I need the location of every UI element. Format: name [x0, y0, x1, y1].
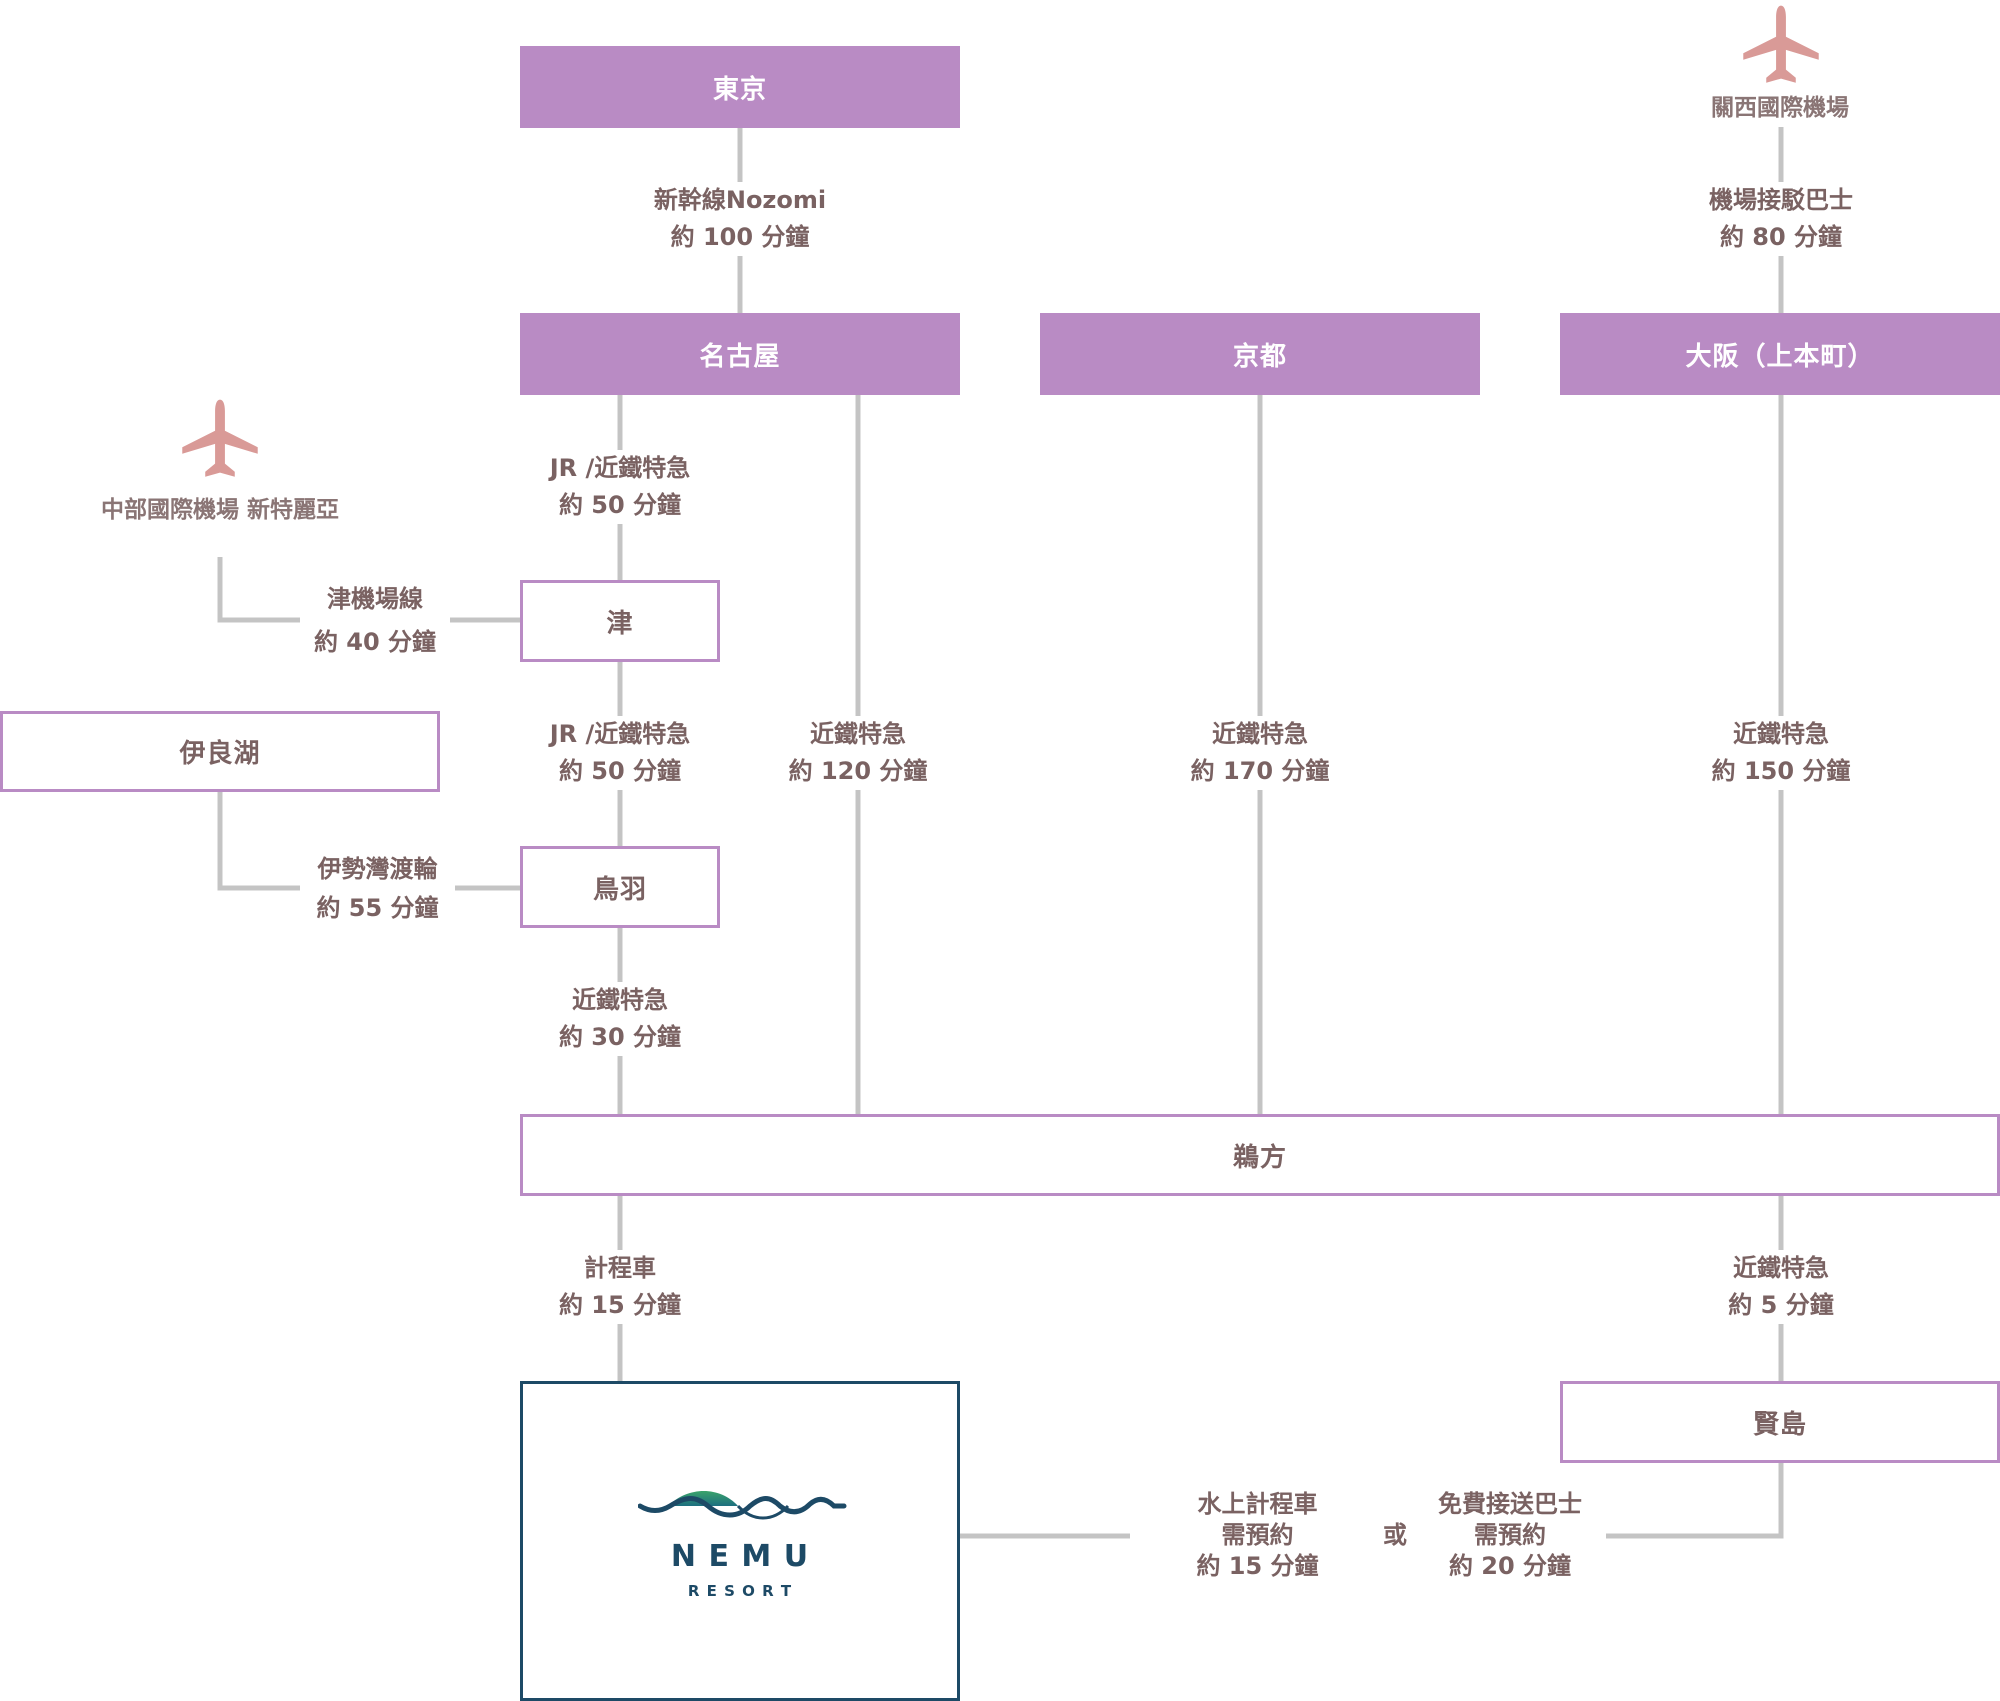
route-ugata-kashikojima: 近鐵特急 約 5 分鐘 — [1691, 1250, 1871, 1324]
station-irago-label: 伊良湖 — [179, 739, 261, 769]
route-time: 約 50 分鐘 — [558, 491, 682, 519]
station-tokyo: 東京 — [520, 46, 960, 128]
route-mode: 新幹線Nozomi — [653, 186, 827, 214]
route-kansai-osaka: 機場接駁巴士 約 80 分鐘 — [1671, 182, 1891, 256]
route-mode: 近鐵特急 — [572, 986, 668, 1014]
station-kashikojima-label: 賢島 — [1752, 1409, 1807, 1440]
route-time: 約 20 分鐘 — [1448, 1552, 1572, 1580]
route-water-taxi: 水上計程車 需預約 約 15 分鐘 — [1160, 1489, 1355, 1582]
station-kyoto: 京都 — [1040, 313, 1480, 395]
route-mode: 近鐵特急 — [1212, 720, 1308, 748]
station-osaka-label: 大阪（上本町） — [1685, 341, 1875, 372]
station-irago: 伊良湖 — [0, 711, 440, 792]
route-note: 需預約 — [1221, 1521, 1294, 1549]
route-time: 約 150 分鐘 — [1711, 757, 1851, 785]
route-shuttle-bus: 免費接送巴士 需預約 約 20 分鐘 — [1420, 1489, 1600, 1582]
route-time: 約 40 分鐘 — [313, 628, 437, 656]
route-mode: 免費接送巴士 — [1438, 1490, 1582, 1518]
route-mode: JR /近鐵特急 — [549, 454, 691, 482]
station-kyoto-label: 京都 — [1232, 341, 1287, 372]
route-or-separator: 或 — [1370, 1517, 1420, 1554]
route-time: 約 30 分鐘 — [558, 1023, 682, 1051]
route-time: 約 100 分鐘 — [670, 223, 810, 251]
route-ugata-resort: 計程車 約 15 分鐘 — [530, 1250, 710, 1324]
route-kyoto-ugata: 近鐵特急 約 170 分鐘 — [1170, 716, 1350, 790]
station-tokyo-label: 東京 — [712, 74, 767, 105]
route-mode: 津機場線 — [327, 585, 423, 613]
airplane-icon — [182, 399, 258, 477]
nemu-resort-box: N E M U R E S O R T — [520, 1381, 960, 1701]
resort-subtitle: R E S O R T — [687, 1582, 793, 1600]
station-nagoya-label: 名古屋 — [699, 341, 781, 372]
route-mode: 近鐵特急 — [1733, 720, 1829, 748]
route-time: 約 120 分鐘 — [788, 757, 928, 785]
route-time: 約 50 分鐘 — [558, 757, 682, 785]
route-note: 需預約 — [1474, 1521, 1546, 1549]
station-ugata: 鵜方 — [520, 1114, 2000, 1196]
route-mode: 水上計程車 — [1197, 1490, 1318, 1518]
route-time: 約 5 分鐘 — [1728, 1291, 1834, 1319]
route-toba-ugata: 近鐵特急 約 30 分鐘 — [530, 982, 710, 1056]
resort-name: N E M U — [670, 1539, 810, 1574]
airport-kansai-label: 關西國際機場 — [1711, 95, 1849, 121]
route-time: 約 170 分鐘 — [1190, 757, 1330, 785]
route-nagoya-tsu: JR /近鐵特急 約 50 分鐘 — [510, 450, 730, 524]
station-nagoya: 名古屋 — [520, 313, 960, 395]
route-mode: 機場接駁巴士 — [1709, 186, 1853, 214]
station-kashikojima: 賢島 — [1560, 1381, 2000, 1463]
route-time: 約 55 分鐘 — [316, 894, 439, 922]
station-toba: 鳥羽 — [520, 846, 720, 928]
airplane-icon — [1743, 5, 1819, 83]
airport-chubu-label: 中部國際機場 新特麗亞 — [100, 497, 339, 523]
route-nagoya-ugata: 近鐵特急 約 120 分鐘 — [768, 716, 948, 790]
route-time: 約 80 分鐘 — [1719, 223, 1843, 251]
route-irago-toba: 伊勢灣渡輪 約 55 分鐘 — [300, 850, 455, 928]
route-tsu-toba: JR /近鐵特急 約 50 分鐘 — [510, 716, 730, 790]
route-time: 約 15 分鐘 — [1196, 1552, 1319, 1580]
route-mode: 近鐵特急 — [810, 720, 906, 748]
station-toba-label: 鳥羽 — [592, 874, 647, 905]
nemu-wave-logo — [638, 1491, 847, 1520]
station-osaka: 大阪（上本町） — [1560, 313, 2000, 395]
route-mode: 近鐵特急 — [1733, 1254, 1829, 1282]
route-mode: JR /近鐵特急 — [549, 720, 691, 748]
route-mode: 伊勢灣渡輪 — [317, 855, 438, 883]
route-tokyo-nagoya: 新幹線Nozomi 約 100 分鐘 — [630, 182, 850, 256]
station-tsu: 津 — [520, 580, 720, 662]
route-osaka-ugata: 近鐵特急 約 150 分鐘 — [1691, 716, 1871, 790]
route-time: 約 15 分鐘 — [558, 1291, 682, 1319]
station-tsu-label: 津 — [606, 608, 634, 639]
route-chubu-tsu: 津機場線 約 40 分鐘 — [300, 578, 450, 664]
station-ugata-label: 鵜方 — [1232, 1142, 1287, 1173]
route-mode: 計程車 — [584, 1254, 656, 1282]
